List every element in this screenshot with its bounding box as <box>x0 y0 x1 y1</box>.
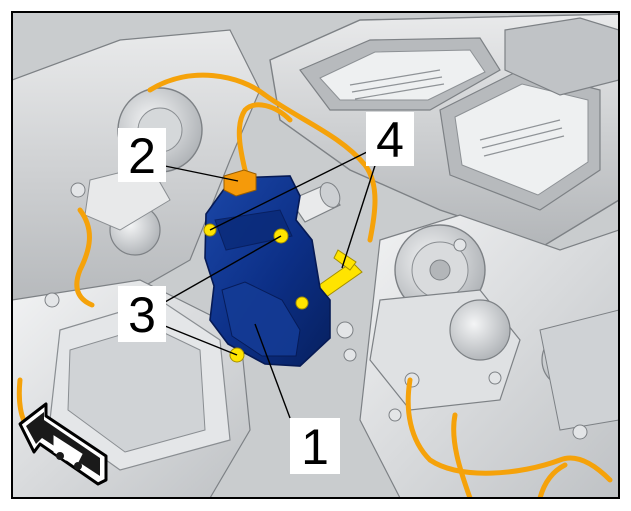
callout-1: 1 <box>290 418 340 475</box>
wiring-harness <box>16 72 613 498</box>
fastener-screws <box>203 223 309 363</box>
callout-4-label: 4 <box>376 112 404 168</box>
figure-frame <box>11 11 620 499</box>
callout-3: 3 <box>118 286 166 343</box>
screw-right <box>295 296 309 310</box>
callout-2-label: 2 <box>128 128 156 184</box>
callout-1-label: 1 <box>301 419 329 475</box>
leader-2 <box>164 165 239 182</box>
actuator-connector <box>223 169 257 197</box>
leader-3a <box>164 235 282 303</box>
callout-4: 4 <box>366 112 414 168</box>
leader-4b <box>341 149 381 269</box>
callout-2: 2 <box>118 128 166 184</box>
leader-lines <box>164 147 381 419</box>
vehicle-front-arrow-icon <box>18 402 108 486</box>
callout-3-label: 3 <box>128 287 156 343</box>
leader-1 <box>254 323 291 419</box>
leader-4a <box>209 147 376 231</box>
leader-3b <box>164 325 238 356</box>
